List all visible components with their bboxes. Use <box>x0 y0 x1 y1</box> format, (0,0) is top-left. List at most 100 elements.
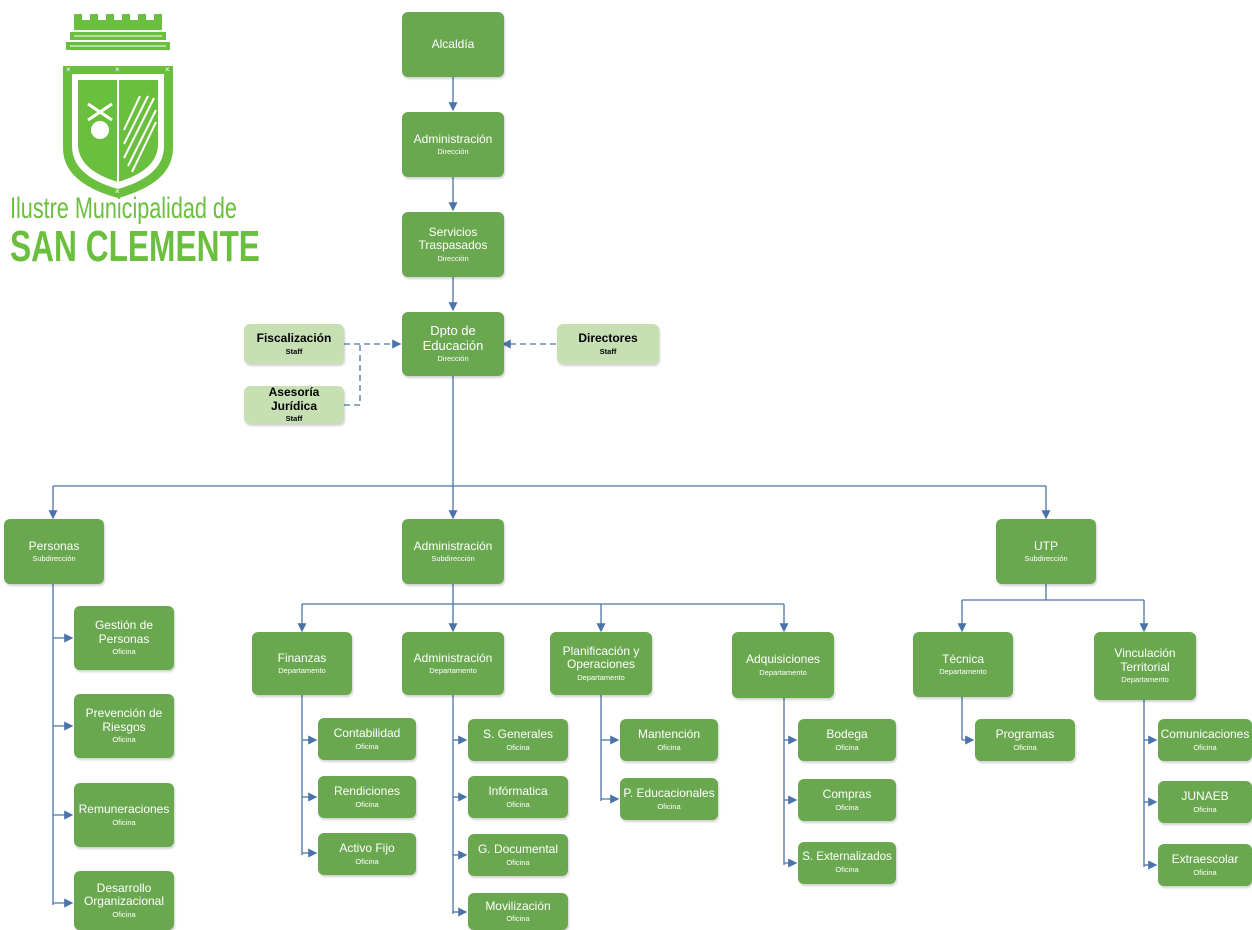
node-junaeb: JUNAEB Oficina <box>1158 781 1252 823</box>
node-title: Extraescolar <box>1171 852 1239 867</box>
node-title: Activo Fijo <box>339 841 395 856</box>
node-subtitle: Oficina <box>506 799 530 809</box>
node-title: Mantención <box>637 727 701 742</box>
node-g-documental: G. Documental Oficina <box>468 834 568 876</box>
node-title: JUNAEB <box>1181 789 1229 804</box>
logo-text-line2: SAN CLEMENTE <box>10 222 260 271</box>
node-s-generales: S. Generales Oficina <box>468 719 568 761</box>
node-comunicaciones: Comunicaciones Oficina <box>1158 719 1252 761</box>
node-title: Prevención de Riesgos <box>85 706 163 734</box>
node-title: Programas <box>995 727 1055 742</box>
node-title: Desarrollo Organizacional <box>83 880 165 909</box>
node-movilizacion: Movilización Oficina <box>468 893 568 930</box>
node-subtitle: Oficina <box>657 742 681 752</box>
connector-asesoria <box>344 344 361 406</box>
node-subtitle: Departamento <box>1121 675 1169 685</box>
node-extraescolar: Extraescolar Oficina <box>1158 844 1252 886</box>
node-p-educacionales: P. Educacionales Oficina <box>620 778 718 820</box>
node-subtitle: Oficina <box>1193 804 1217 814</box>
node-title: Rendiciones <box>333 784 401 799</box>
node-title: Dpto de Educación <box>422 323 484 353</box>
node-subtitle: Dirección <box>437 253 469 263</box>
node-title: Administración <box>413 650 493 665</box>
node-contabilidad: Contabilidad Oficina <box>318 718 416 760</box>
node-subtitle: Departamento <box>429 666 477 676</box>
node-rendiciones: Rendiciones Oficina <box>318 776 416 818</box>
node-personas-subdireccion: Personas Subdirección <box>4 519 104 584</box>
node-title: Bodega <box>826 727 868 742</box>
node-subtitle: Departamento <box>939 667 987 677</box>
node-subtitle: Subdirección <box>1024 554 1068 564</box>
node-title: Administración <box>413 538 493 553</box>
node-title: Adquisiciones <box>745 652 821 667</box>
node-title: Remuneraciones <box>78 802 170 817</box>
node-title: P. Educacionales <box>623 786 715 801</box>
node-subtitle: Staff <box>599 346 617 356</box>
node-subtitle: Staff <box>285 346 303 356</box>
node-subtitle: Oficina <box>1193 867 1217 877</box>
node-subtitle: Oficina <box>835 742 859 752</box>
node-title: Asesoría Jurídica <box>268 385 320 413</box>
node-title: Gestión de Personas <box>94 618 154 646</box>
node-directores-staff: Directores Staff <box>557 324 659 364</box>
node-administracion-departamento: Administración Departamento <box>402 632 504 695</box>
node-administracion-subdireccion: Administración Subdirección <box>402 519 504 584</box>
svg-text:×: × <box>165 65 170 74</box>
node-adquisiciones-departamento: Adquisiciones Departamento <box>732 632 834 698</box>
node-subtitle: Oficina <box>112 817 136 827</box>
node-title: Contabilidad <box>333 726 401 741</box>
node-subtitle: Oficina <box>506 742 530 752</box>
node-utp-subdireccion: UTP Subdirección <box>996 519 1096 584</box>
node-title: Alcaldía <box>431 36 475 51</box>
node-title: Movilización <box>485 898 551 913</box>
node-s-externalizados: S. Externalizados Oficina <box>798 842 896 884</box>
svg-text:×: × <box>115 187 120 196</box>
node-title: S. Generales <box>482 727 554 742</box>
node-title: Directores <box>578 331 638 346</box>
node-subtitle: Oficina <box>112 647 136 657</box>
node-title: Fiscalización <box>256 331 332 346</box>
node-subtitle: Subdirección <box>431 554 475 564</box>
node-mantencion: Mantención Oficina <box>620 719 718 761</box>
node-compras: Compras Oficina <box>798 779 896 821</box>
node-subtitle: Departamento <box>759 667 807 677</box>
node-subtitle: Oficina <box>835 802 859 812</box>
node-title: Personas <box>28 538 80 553</box>
node-prevencion-riesgos: Prevención de Riesgos Oficina <box>74 694 174 758</box>
node-title: G. Documental <box>477 842 559 857</box>
node-vinculacion-departamento: Vinculación Territorial Departamento <box>1094 632 1196 700</box>
node-subtitle: Oficina <box>1193 742 1217 752</box>
node-informatica: Infórmatica Oficina <box>468 776 568 818</box>
node-asesoria-juridica-staff: Asesoría Jurídica Staff <box>244 386 344 424</box>
node-subtitle: Departamento <box>577 672 625 682</box>
node-remuneraciones: Remuneraciones Oficina <box>74 783 174 847</box>
node-title: Infórmatica <box>488 784 548 799</box>
node-desarrollo-organizacional: Desarrollo Organizacional Oficina <box>74 871 174 930</box>
node-dpto-educacion: Dpto de Educación Dirección <box>402 312 504 376</box>
node-activo-fijo: Activo Fijo Oficina <box>318 833 416 875</box>
node-subtitle: Staff <box>285 414 303 424</box>
node-subtitle: Oficina <box>835 865 859 875</box>
node-subtitle: Oficina <box>355 799 379 809</box>
node-gestion-personas: Gestión de Personas Oficina <box>74 606 174 670</box>
node-title: Planificación y Operaciones <box>562 643 640 672</box>
svg-text:×: × <box>66 65 71 74</box>
node-title: S. Externalizados <box>802 851 892 864</box>
node-planificacion-departamento: Planificación y Operaciones Departamento <box>550 632 652 695</box>
node-subtitle: Subdirección <box>32 554 76 564</box>
node-fiscalizacion-staff: Fiscalización Staff <box>244 324 344 364</box>
node-subtitle: Oficina <box>657 801 681 811</box>
node-administracion-direccion: Administración Dirección <box>402 112 504 177</box>
node-servicios-traspasados: Servicios Traspasados Dirección <box>402 212 504 277</box>
node-subtitle: Oficina <box>112 735 136 745</box>
node-subtitle: Dirección <box>437 354 469 364</box>
node-subtitle: Oficina <box>1013 742 1037 752</box>
node-title: Finanzas <box>277 650 327 665</box>
node-subtitle: Departamento <box>278 666 326 676</box>
node-finanzas-departamento: Finanzas Departamento <box>252 632 352 695</box>
node-subtitle: Dirección <box>437 147 469 157</box>
node-title: Compras <box>822 787 872 802</box>
node-tecnica-departamento: Técnica Departamento <box>913 632 1013 697</box>
